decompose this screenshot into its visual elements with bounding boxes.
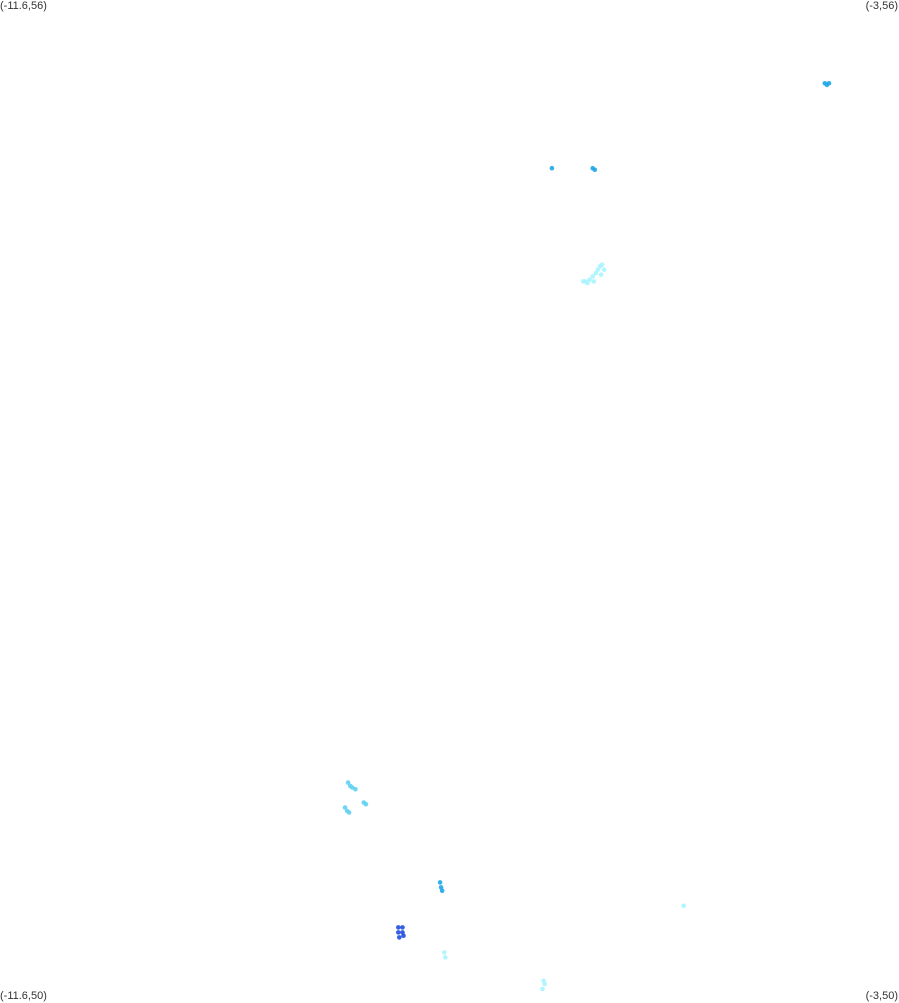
map-point-27: [437, 880, 443, 885]
map-point-40: [540, 986, 545, 992]
map-point-26: [363, 801, 369, 807]
map-point-37: [443, 955, 448, 960]
map-point-3: [549, 165, 555, 171]
map-point-39: [542, 981, 547, 987]
corner-label-top-right: (-3,56): [865, 0, 898, 12]
map-point-12: [595, 267, 601, 273]
map-point-18: [345, 780, 351, 785]
map-point-5: [592, 167, 598, 173]
map-point-2: [824, 82, 830, 88]
map-point-36: [442, 950, 447, 955]
map-point-32: [397, 935, 402, 940]
map-point-31: [396, 930, 401, 935]
map-point-35: [401, 933, 406, 938]
map-point-10: [590, 274, 595, 279]
map-point-30: [396, 925, 401, 930]
corner-label-top-left: (-11.6,56): [0, 0, 47, 12]
map-point-41: [681, 903, 686, 909]
map-point-24: [346, 810, 352, 815]
map-point-22: [342, 805, 348, 810]
map-point-21: [353, 786, 358, 792]
map-point-8: [585, 280, 590, 286]
map-point-14: [599, 262, 605, 268]
map-point-11: [593, 270, 599, 276]
map-point-29: [439, 888, 445, 894]
map-point-9: [587, 277, 592, 283]
map-point-33: [400, 925, 405, 930]
map-point-15: [601, 267, 607, 273]
map-point-17: [591, 279, 597, 284]
map-point-16: [598, 272, 604, 278]
